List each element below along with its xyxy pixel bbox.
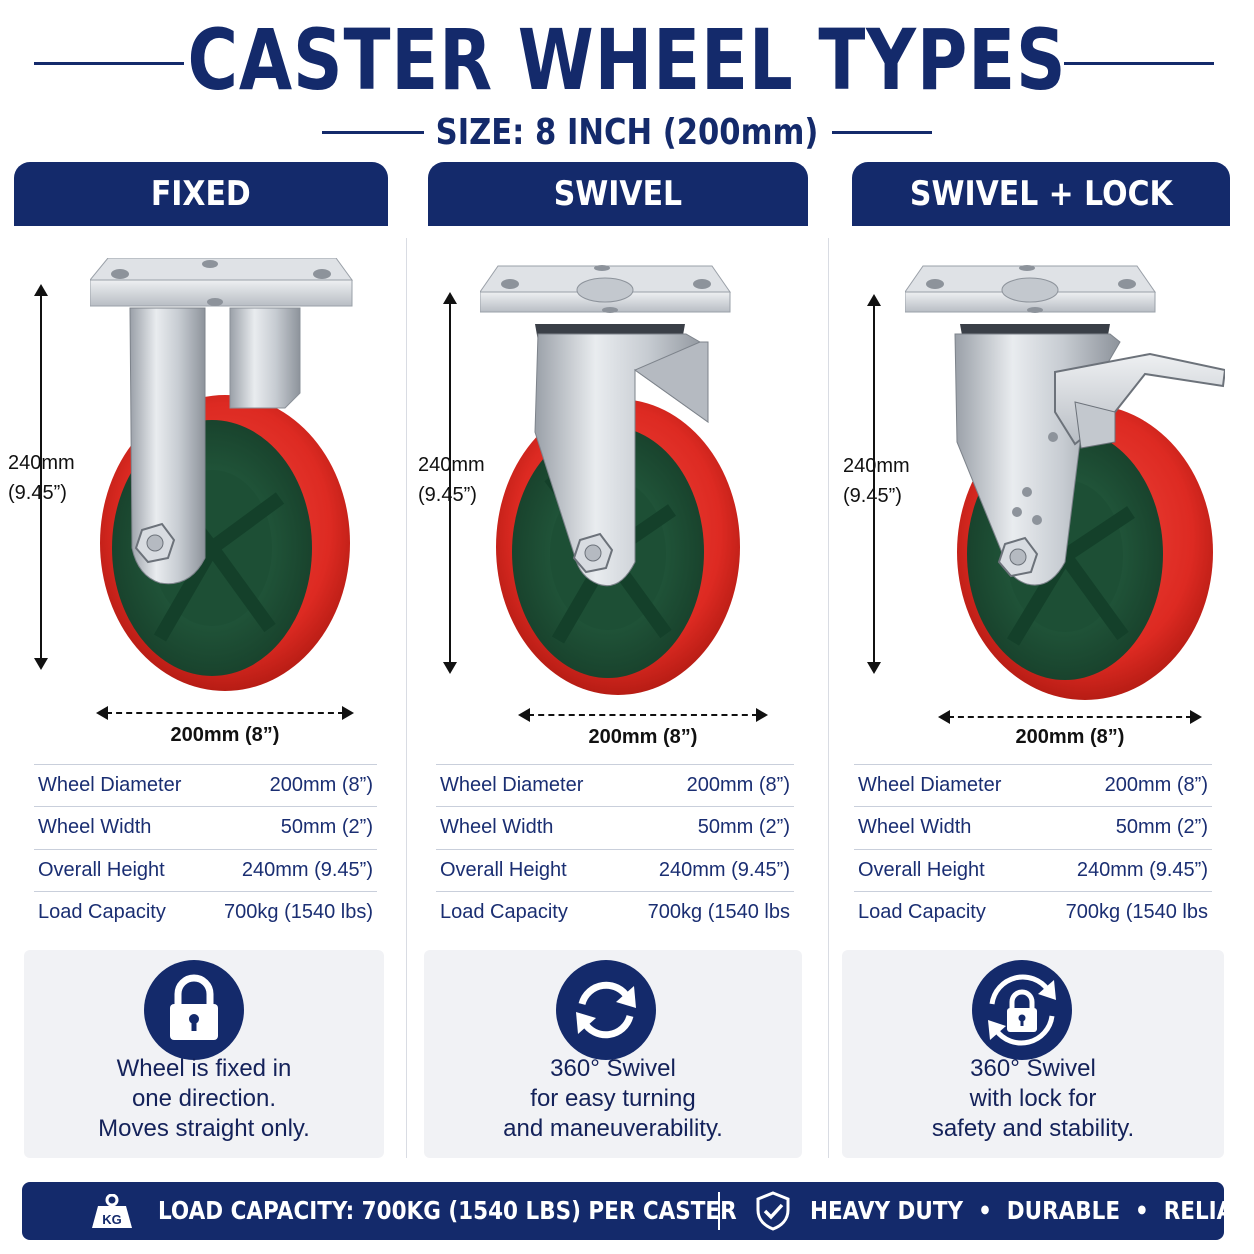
height-dimension-label-swivel: 240mm(9.45”) (418, 454, 485, 506)
title-rule-right (1064, 62, 1214, 65)
column-header-swivel-lock: SWIVEL + LOCK (852, 162, 1230, 226)
height-dimension-label-swivel-lock: 240mm(9.45”) (843, 455, 910, 507)
footer-separator (718, 1192, 720, 1230)
height-dimension-label-fixed: 240mm(9.45”) (8, 452, 75, 504)
feature-box-swivel: 360° Swivel for easy turning and maneuve… (424, 950, 802, 1158)
swivel-caster-image (480, 265, 740, 695)
kg-badge-text: KG (102, 1212, 122, 1227)
width-dimension-label-swivel-lock: 200mm (8”) (1015, 726, 1125, 748)
weight-kg-icon: KG (92, 1194, 132, 1228)
padlock-icon (144, 960, 244, 1060)
page-title: CASTER WHEEL TYPES (187, 11, 1067, 109)
fork-leg-back (229, 307, 301, 409)
fixed-caster-image (90, 258, 353, 691)
height-dimension-arrow-swivel (443, 292, 457, 674)
width-dimension-arrow-fixed (96, 706, 354, 720)
subtitle-rule-right (832, 131, 932, 134)
fork-leg-front (129, 307, 206, 585)
page-subtitle: SIZE: 8 INCH (200mm) (435, 112, 819, 153)
width-dimension-label-fixed: 200mm (8”) (170, 724, 280, 746)
column-divider-2 (828, 238, 829, 1158)
column-divider-1 (406, 238, 407, 1158)
column-header-swivel: SWIVEL (428, 162, 808, 226)
width-dimension-arrow-swivel-lock (938, 710, 1202, 724)
swivel-lock-caster-image (905, 265, 1225, 700)
footer-banner: KG LOAD CAPACITY: 700KG (1540 LBS) PER C… (22, 1182, 1254, 1240)
title-rule-left (34, 62, 184, 65)
feature-box-fixed: Wheel is fixed in one direction. Moves s… (24, 950, 384, 1158)
feature-text-swivel-lock: 360° Swivel with lock for safety and sta… (931, 1055, 1135, 1142)
height-dimension-arrow-fixed (34, 284, 48, 670)
rotate-arrows-icon (556, 960, 656, 1060)
shield-check-icon (756, 1191, 790, 1231)
feature-text-swivel: 360° Swivel for easy turning and maneuve… (503, 1055, 723, 1142)
footer-features: HEAVY DUTY • DURABLE • RELIABLE (810, 1196, 1254, 1225)
height-dimension-arrow-swivel-lock (867, 294, 881, 674)
width-dimension-label-swivel: 200mm (8”) (588, 726, 698, 748)
feature-box-swivel-lock: 360° Swivel with lock for safety and sta… (842, 950, 1224, 1158)
footer-load-capacity: LOAD CAPACITY: 700KG (1540 LBS) PER CAST… (158, 1196, 737, 1225)
lock-rotate-icon (972, 960, 1072, 1060)
width-dimension-arrow-swivel (518, 708, 768, 722)
feature-text-fixed: Wheel is fixed in one direction. Moves s… (98, 1055, 310, 1142)
subtitle-rule-left (322, 131, 424, 134)
column-header-fixed: FIXED (14, 162, 388, 226)
